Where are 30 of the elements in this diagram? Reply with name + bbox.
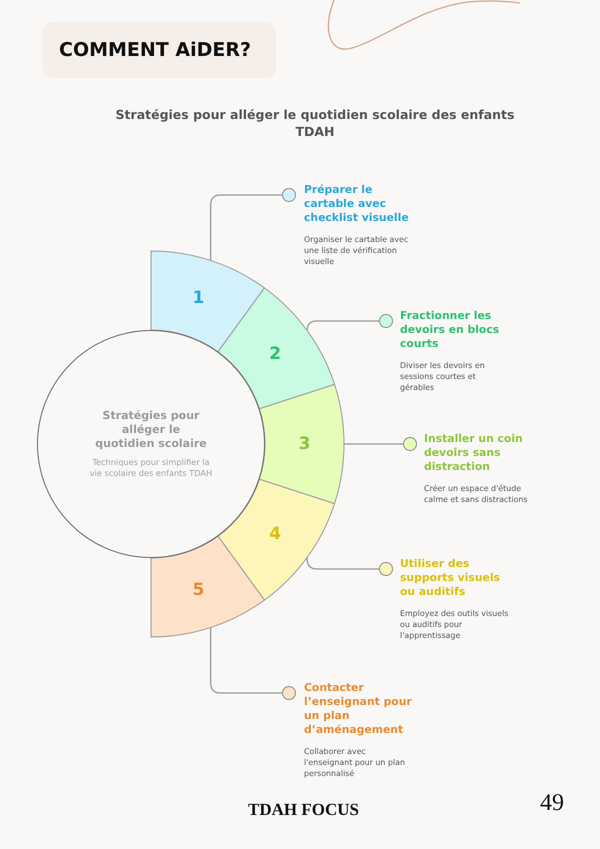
page-heading: COMMENT AiDER? [43,22,276,78]
leader-line [306,320,379,332]
segment-number: 3 [298,433,312,455]
footer-text: TDAH FOCUS [248,800,359,820]
diagram-title: Stratégies pour alléger le quotidien scolaire des enfants TDAH [114,106,516,140]
ring-segment [150,535,266,638]
step-title: Fractionner les devoirs en blocs courts [400,309,500,351]
dot-icon [282,686,296,700]
dot-icon [379,562,393,576]
step-title: Préparer le cartable avec checklist visuelle [304,183,410,225]
ring-segment [150,250,266,353]
leader-line [210,628,282,694]
ring-segment [217,286,336,410]
dot-icon [379,314,393,328]
step-title: Contacter l’enseignant pour un plan d’aménagement [304,681,413,737]
segment-number: 4 [268,523,282,546]
circle-description: Techniques pour simplifier la vie scolaire des enfants TDAH [89,457,213,479]
leader-line [210,194,282,260]
ring-segment [258,383,345,505]
dot-icon [403,437,417,451]
step-title: Installer un coin devoirs sans distraction [424,432,524,474]
circle-title: Stratégies pour alléger le quotidien scolaire [95,409,207,451]
ring-segment [217,478,336,602]
leader-line [344,443,403,445]
segment-number: 5 [192,578,206,601]
segment-number: 1 [192,287,206,309]
segment-number: 2 [268,342,282,365]
dot-icon [282,188,296,202]
page-number: 49 [540,789,564,817]
step-title: Utiliser des supports visuels ou auditifs [400,557,501,599]
